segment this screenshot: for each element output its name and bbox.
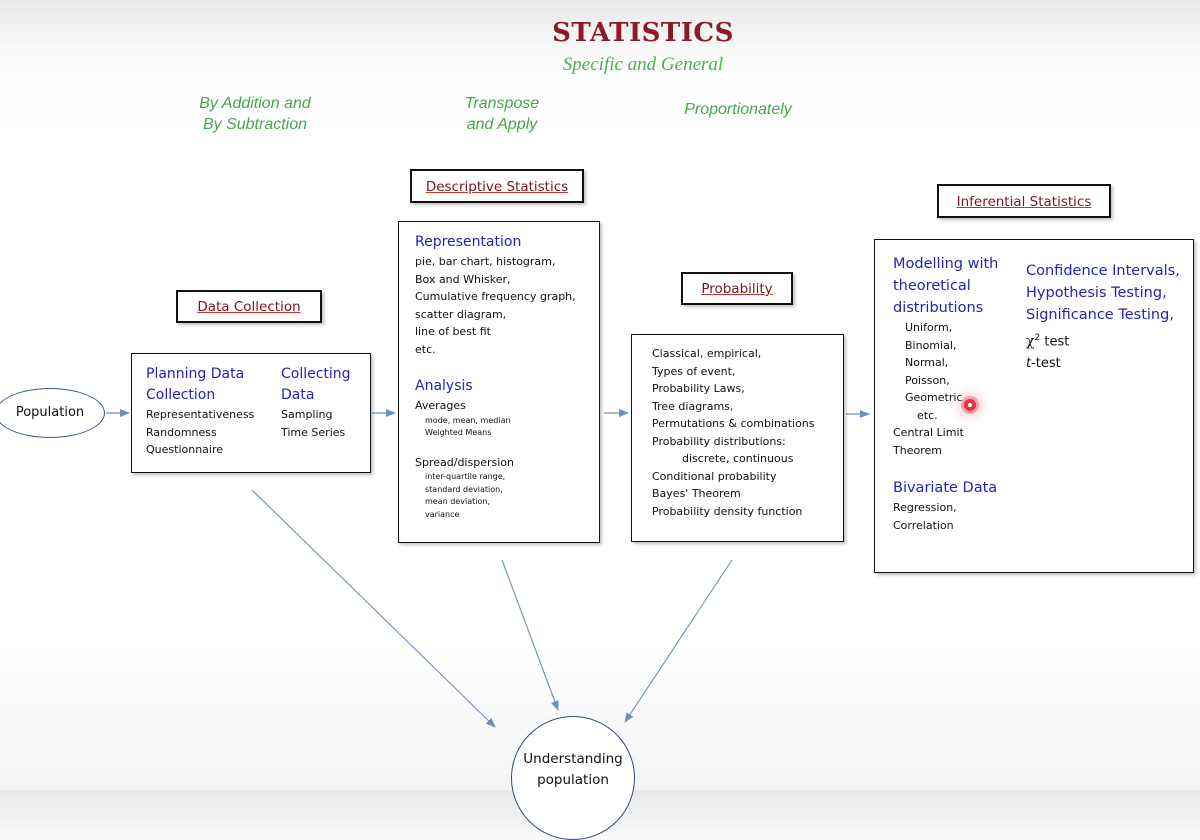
- diagram-title: STATISTICS: [552, 18, 734, 48]
- probability-item: Conditional probability: [652, 469, 777, 483]
- probability-item: Permutations & combinations: [652, 417, 815, 430]
- probability-item: Probability density function: [652, 504, 803, 518]
- method-transpose: Transpose and Apply: [440, 93, 564, 135]
- bivariate-section: Bivariate Data Regression, Correlation: [893, 477, 997, 534]
- spread-item: variance: [425, 509, 460, 519]
- chi-superscript: 2: [1034, 333, 1041, 343]
- clt-line: Theorem: [893, 443, 942, 457]
- method-transpose-line1: Transpose: [464, 95, 540, 112]
- representation-item: Box and Whisker,: [415, 272, 511, 286]
- population-node: Population: [0, 388, 105, 438]
- planning-item: Randomness: [146, 425, 217, 439]
- modelling-heading-line: distributions: [893, 300, 984, 316]
- method-addition: By Addition and By Subtraction: [175, 93, 335, 135]
- representation-item: Cumulative frequency graph,: [415, 290, 576, 303]
- chi-test-text: test: [1040, 334, 1070, 350]
- analysis-heading: Analysis: [415, 378, 473, 394]
- distribution-item: Uniform,: [905, 321, 953, 334]
- method-transpose-line2: and Apply: [466, 116, 538, 133]
- bivariate-item: Regression,: [893, 501, 957, 514]
- spread-item: standard deviation,: [425, 484, 503, 494]
- testing-heading: Confidence Intervals,: [1026, 263, 1180, 279]
- arrow-probability-to-understanding: [624, 559, 733, 723]
- distribution-item: etc.: [917, 408, 938, 422]
- modelling-section: Modelling with theoretical distributions…: [893, 253, 998, 459]
- clt-line: Central Limit: [893, 426, 964, 439]
- bivariate-item: Correlation: [893, 518, 954, 532]
- representation-item: scatter diagram,: [415, 307, 507, 321]
- method-addition-line1: By Addition and: [199, 95, 311, 112]
- distribution-item: Binomial,: [905, 338, 957, 352]
- averages-item: Weighted Means: [425, 428, 492, 437]
- representation-item: line of best fit: [415, 325, 491, 338]
- probability-item: Classical, empirical,: [652, 347, 762, 360]
- probability-label: Probability: [681, 272, 793, 305]
- arrow-descriptive-to-understanding: [501, 559, 559, 711]
- distribution-item: Poisson,: [905, 373, 950, 387]
- bivariate-heading: Bivariate Data: [893, 480, 998, 496]
- spread-item: mean deviation,: [425, 497, 490, 506]
- collecting-heading-line2: Data: [281, 387, 315, 403]
- planning-item: Questionnaire: [146, 443, 224, 456]
- method-proportionately: Proportionately: [684, 101, 792, 118]
- population-label: Population: [15, 405, 85, 420]
- probability-item: Types of event,: [652, 364, 736, 378]
- planning-heading-line2: Collection: [146, 387, 216, 403]
- collecting-item: Time Series: [281, 425, 346, 439]
- planning-heading-line1: Planning Data: [146, 366, 245, 382]
- representation-heading: Representation: [415, 234, 522, 250]
- t-italic: t: [1026, 356, 1032, 372]
- t-test-text: -test: [1031, 356, 1061, 372]
- modelling-heading-line: Modelling with: [893, 256, 999, 272]
- inferential-label: Inferential Statistics: [937, 184, 1111, 218]
- collecting-section: Collecting Data Sampling Time Series: [281, 364, 351, 441]
- representation-section: Representation pie, bar chart, histogram…: [415, 232, 576, 358]
- method-addition-line2: By Subtraction: [202, 116, 308, 133]
- collecting-item: Sampling: [281, 408, 333, 421]
- planning-item: Representativeness: [146, 408, 255, 421]
- probability-box: Classical, empirical, Types of event, Pr…: [631, 334, 844, 542]
- distribution-item: Normal,: [905, 356, 949, 369]
- testing-heading: Significance Testing,: [1026, 307, 1174, 323]
- understanding-population-node: Understanding population: [511, 716, 635, 840]
- understanding-line1: Understanding: [523, 751, 623, 767]
- chi-symbol: χ: [1026, 333, 1035, 350]
- t-test: t-test: [1026, 354, 1180, 374]
- probability-item: Tree diagrams,: [652, 399, 734, 413]
- inferential-box: Modelling with theoretical distributions…: [874, 239, 1194, 573]
- data-collection-label: Data Collection: [176, 290, 322, 323]
- spread-label: Spread/dispersion: [415, 455, 514, 469]
- representation-item: etc.: [415, 342, 436, 356]
- distribution-item: Geometric: [905, 391, 963, 404]
- averages-label: Averages: [415, 399, 466, 412]
- testing-heading: Hypothesis Testing,: [1026, 285, 1167, 301]
- testing-section: Confidence Intervals, Hypothesis Testing…: [1026, 260, 1180, 374]
- data-collection-box: Planning Data Collection Representativen…: [131, 353, 371, 473]
- probability-item: Probability Laws,: [652, 382, 745, 395]
- probability-item: Probability distributions:: [652, 434, 786, 448]
- descriptive-box: Representation pie, bar chart, histogram…: [398, 221, 600, 543]
- probability-list: Classical, empirical, Types of event, Pr…: [652, 345, 815, 520]
- diagram-subtitle: Specific and General: [562, 54, 724, 75]
- chi-square-test: χ2 test: [1026, 326, 1180, 354]
- planning-section: Planning Data Collection Representativen…: [146, 364, 254, 459]
- representation-item: pie, bar chart, histogram,: [415, 255, 556, 268]
- descriptive-label: Descriptive Statistics: [410, 169, 584, 203]
- probability-item: Bayes' Theorem: [652, 487, 741, 500]
- collecting-heading-line1: Collecting: [281, 366, 351, 382]
- pointer-highlight-icon: [964, 399, 976, 411]
- spread-item: inter-quartile range,: [425, 472, 506, 481]
- averages-item: mode, mean, median: [425, 415, 511, 425]
- modelling-heading-line: theoretical: [893, 278, 971, 294]
- probability-sub-item: discrete, continuous: [682, 452, 794, 465]
- analysis-section: Analysis Averages mode, mean, median Wei…: [415, 376, 514, 521]
- understanding-line2: population: [537, 772, 609, 788]
